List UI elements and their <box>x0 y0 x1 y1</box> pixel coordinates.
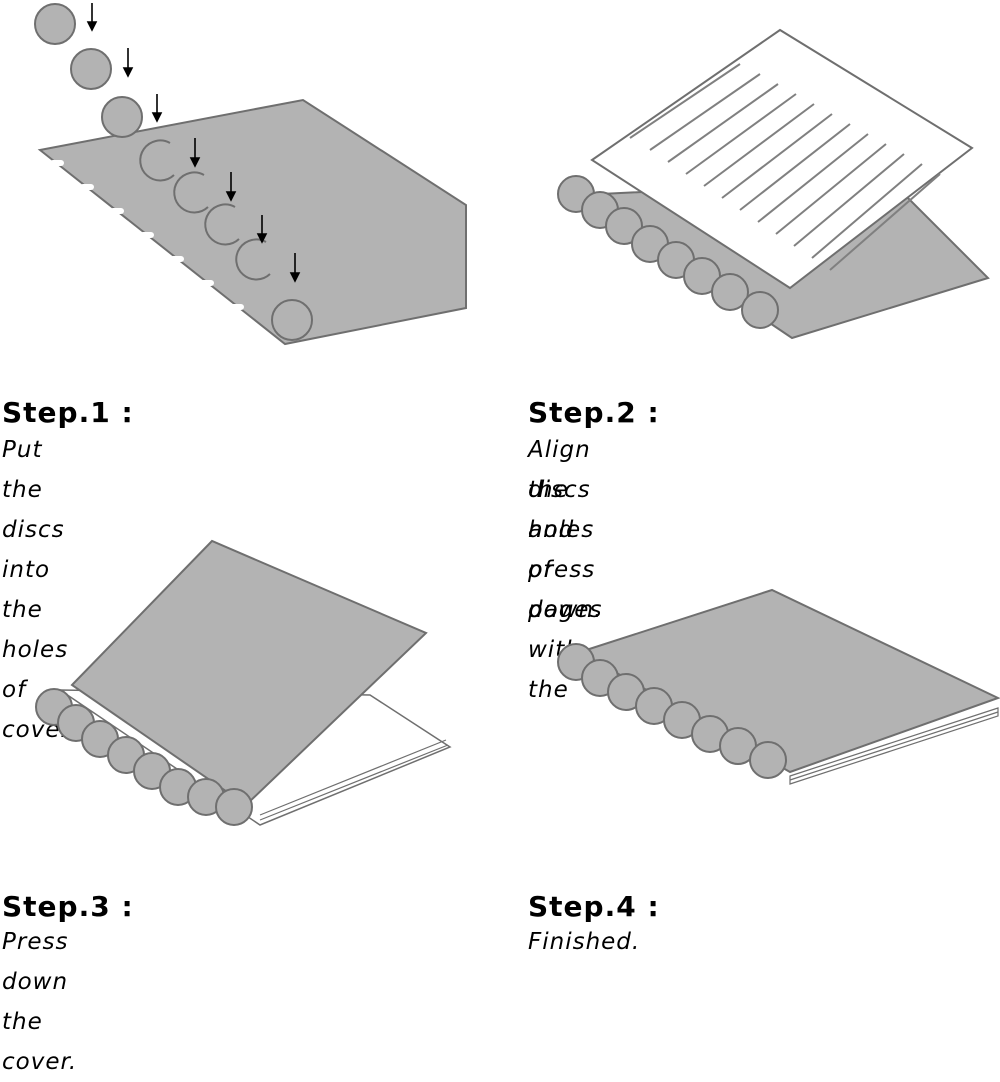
step-2-title: Step.2 : <box>528 396 660 429</box>
step-4-illustration <box>557 588 1000 785</box>
step-3-description: Press down the cover. <box>2 929 78 1075</box>
step-1-illustration <box>34 3 467 346</box>
down-arrow-icon <box>86 3 301 283</box>
page-edges <box>789 707 999 785</box>
step-3-illustration <box>35 539 452 826</box>
page-lines <box>629 63 941 271</box>
step-2-illustration <box>557 28 990 340</box>
step-2-description-line-1: Align the holes of pages with the <box>528 437 603 703</box>
page-edges <box>259 739 449 821</box>
disc <box>557 643 787 779</box>
inner-page <box>590 28 974 290</box>
cover-sheet <box>37 98 467 346</box>
step-2-description-line-2: discs and press down. <box>528 477 603 623</box>
disc-outline <box>139 139 271 281</box>
cover-sheet <box>70 539 428 807</box>
step-1-title: Step.1 : <box>2 396 134 429</box>
step-3-title: Step.3 : <box>2 890 134 923</box>
step-1-description: Put the discs into the holes of cover. <box>2 437 78 743</box>
cover-holes <box>50 160 244 310</box>
step-4-title: Step.4 : <box>528 890 660 923</box>
step-4-description: Finished. <box>528 929 641 955</box>
cover-sheet <box>577 588 1000 774</box>
disc <box>557 175 779 329</box>
disc <box>34 3 313 341</box>
disc <box>35 688 253 826</box>
